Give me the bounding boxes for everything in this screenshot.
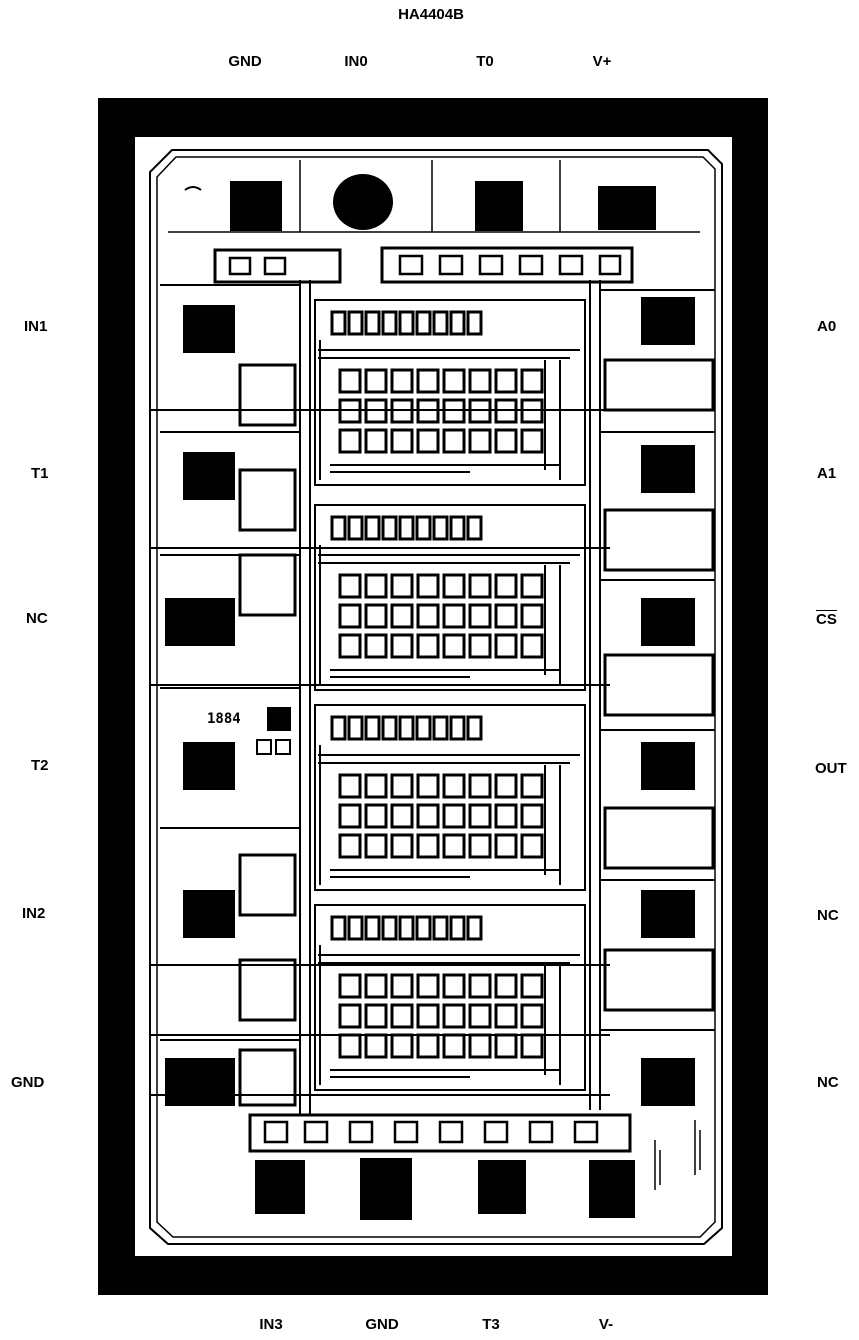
top-transistor-row — [213, 246, 634, 284]
pin-label-top-vplus: V+ — [592, 53, 612, 70]
bottom-bond-pads — [255, 1158, 635, 1220]
pin-label-right-cs: CS — [816, 610, 837, 628]
pin-label-right-cs-bar: CS — [816, 610, 837, 629]
left-input-transistors — [238, 363, 297, 1107]
top-pad-row — [168, 160, 700, 233]
channel-block-3 — [314, 904, 586, 1091]
pin-label-right-out: OUT — [815, 760, 847, 777]
die-fine-marks — [654, 1120, 701, 1190]
right-bond-pads — [641, 297, 695, 1106]
channel-block-1 — [314, 504, 586, 691]
right-switch-transistors — [603, 358, 715, 1012]
pin-label-right-nc-2: NC — [817, 1074, 839, 1091]
pin-label-left-t1: T1 — [31, 465, 49, 482]
channel-block-0 — [314, 299, 586, 486]
channel-block-2 — [314, 704, 586, 891]
pin-label-right-a0: A0 — [817, 318, 837, 335]
bus-lines — [150, 280, 610, 1115]
pin-label-left-t2: T2 — [31, 757, 49, 774]
pin-label-top-in0: IN0 — [344, 53, 368, 70]
bottom-transistor-row — [248, 1113, 632, 1153]
chip-title: HA4404B — [398, 6, 464, 23]
pin-label-bottom-vminus: V- — [598, 1316, 614, 1333]
pin-label-left-gnd: GND — [11, 1074, 45, 1091]
left-bond-pads — [165, 305, 235, 1106]
pin-label-bottom-in3: IN3 — [259, 1316, 283, 1333]
left-pad-separators — [160, 284, 300, 1041]
die-outline-outer — [149, 149, 723, 1245]
die-outline-inner — [156, 156, 716, 1238]
pin-label-left-in1: IN1 — [24, 318, 48, 335]
pin-label-top-t0: T0 — [476, 53, 494, 70]
core-circuitry — [314, 299, 586, 1091]
pin-label-right-nc-1: NC — [817, 907, 839, 924]
pin-label-top-gnd: GND — [228, 53, 262, 70]
pin-label-right-a1: A1 — [817, 465, 837, 482]
die-marking-text: 1884 — [207, 711, 241, 727]
pin-label-bottom-t3: T3 — [482, 1316, 500, 1333]
top-bond-pads — [230, 174, 656, 231]
pin-label-left-in2: IN2 — [22, 905, 46, 922]
right-pad-separators — [600, 289, 715, 1031]
die-logo — [184, 186, 291, 755]
pin-label-left-nc: NC — [26, 610, 48, 627]
pin-label-bottom-gnd: GND — [365, 1316, 399, 1333]
